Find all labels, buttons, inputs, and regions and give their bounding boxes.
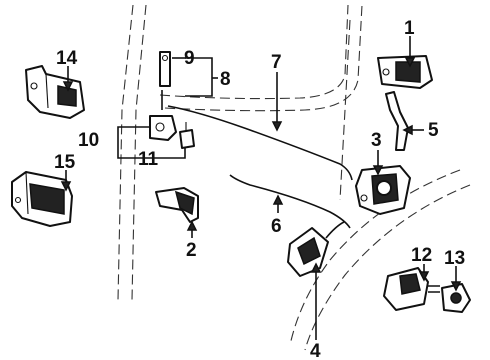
door-lock-cylinder [383, 267, 440, 311]
leader-7-arrow [271, 121, 283, 132]
cylinder-retainer [441, 283, 471, 313]
leader-12-arrow [418, 271, 430, 282]
door-hinge-lower [11, 171, 73, 227]
callout-3: 3 [371, 130, 382, 151]
callout-15: 15 [54, 152, 76, 173]
callout-2: 2 [186, 240, 197, 261]
callout-12: 12 [411, 245, 432, 266]
callout-6: 6 [271, 216, 282, 237]
leader-3-arrow [372, 165, 384, 176]
door-hinge-upper [25, 65, 85, 119]
door-latch-assembly [355, 165, 411, 215]
callout-7: 7 [271, 52, 282, 73]
door-panel-outline [117, 4, 471, 351]
callout-13: 13 [444, 248, 465, 269]
callout-11: 11 [138, 149, 159, 170]
inside-door-handle [155, 187, 199, 223]
callout-9: 9 [184, 48, 195, 69]
leader-5-arrow [402, 124, 413, 136]
leader-2-arrow [186, 220, 198, 231]
callout-4: 4 [310, 341, 321, 360]
leader-13-arrow [450, 281, 462, 292]
callout-10: 10 [78, 130, 99, 151]
outside-handle-rod [229, 174, 351, 229]
door-latch-striker [377, 55, 433, 89]
callout-1: 1 [404, 18, 415, 39]
leader-4-arrow [310, 262, 322, 273]
lock-rod-clip [159, 51, 171, 87]
rod-retainer-clip [179, 122, 195, 149]
callout-8: 8 [220, 69, 231, 90]
leader-6-arrow [272, 194, 284, 205]
lock-control-rod [167, 105, 353, 181]
inside-lock-lever [149, 90, 177, 141]
bracket-10 [117, 126, 186, 159]
lock-actuator [287, 221, 345, 277]
leader-14-arrow [62, 81, 74, 92]
leader-15-arrow [60, 181, 72, 192]
callout-14: 14 [56, 48, 78, 69]
callout-5: 5 [428, 120, 439, 141]
latch-link [385, 91, 409, 151]
leader-1-arrow [404, 57, 416, 68]
bracket-8 [185, 57, 213, 97]
